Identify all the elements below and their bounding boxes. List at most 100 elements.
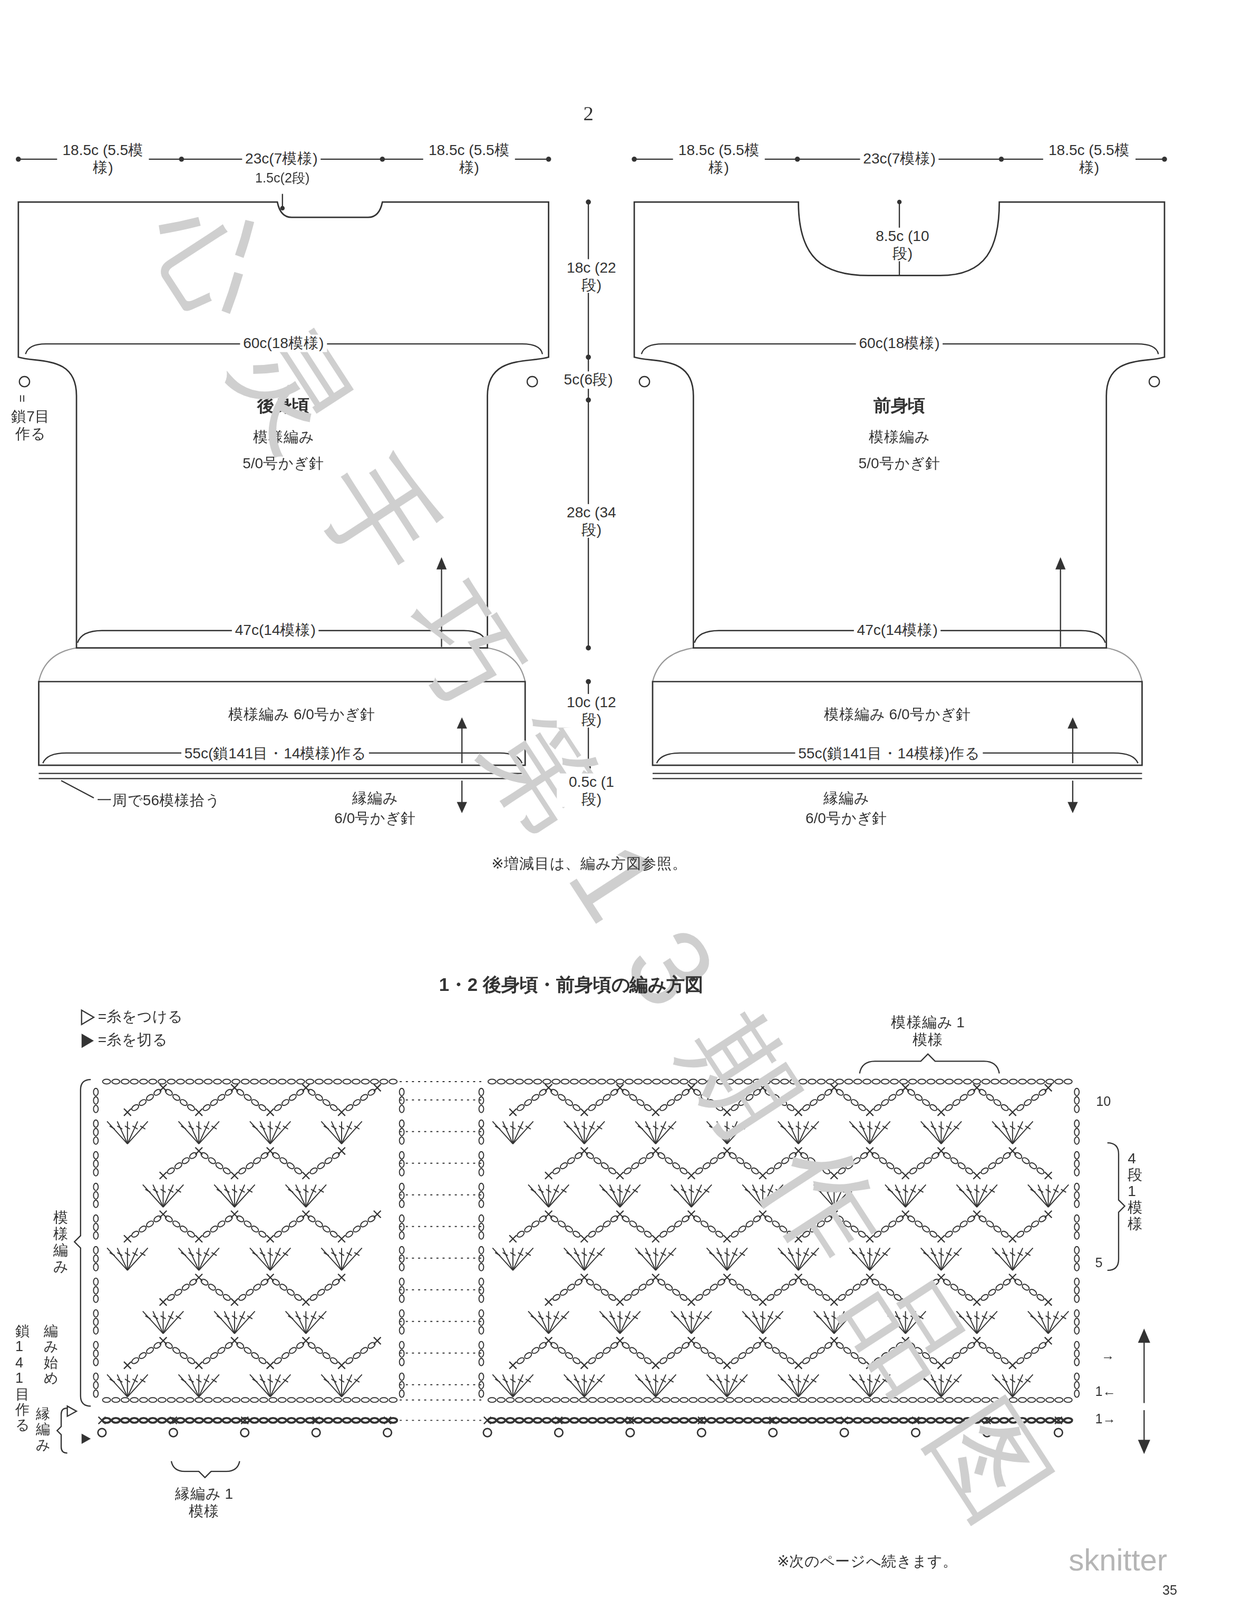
- chain-stitch: [515, 1417, 524, 1423]
- chain-stitch: [316, 1161, 326, 1170]
- chain-stitch: [780, 1417, 789, 1423]
- repeat-bracket: [1107, 1142, 1125, 1270]
- double-crochet-tick: [168, 1188, 174, 1192]
- chain-stitch: [399, 1246, 405, 1254]
- double-crochet-tick: [788, 1378, 794, 1382]
- dimension-label: 47c(14模様): [231, 621, 319, 638]
- chain-stitch: [799, 1396, 808, 1402]
- double-crochet: [127, 1120, 138, 1144]
- double-crochet-tick: [117, 1378, 123, 1382]
- chain-stitch: [314, 1345, 324, 1355]
- chain-stitch: [564, 1098, 574, 1107]
- double-crochet: [127, 1247, 149, 1270]
- chain-stitch: [643, 1417, 652, 1423]
- double-crochet-tick: [553, 1188, 559, 1192]
- double-crochet: [716, 1373, 727, 1397]
- chain-stitch: [167, 1396, 176, 1402]
- double-crochet-tick: [510, 1125, 516, 1129]
- double-crochet: [127, 1120, 129, 1144]
- chain-stitch: [743, 1396, 752, 1402]
- chain-stitch: [250, 1351, 260, 1360]
- double-crochet: [117, 1247, 128, 1270]
- chain-stitch: [305, 1079, 314, 1084]
- chain-stitch: [506, 1079, 514, 1084]
- chain-stitch: [634, 1417, 643, 1423]
- equals-mark: =: [13, 394, 29, 403]
- chain-stitch: [551, 1396, 560, 1402]
- chain-stitch: [479, 1309, 484, 1317]
- double-crochet: [976, 1184, 978, 1207]
- single-crochet: [840, 1416, 849, 1424]
- chain-stitch: [515, 1396, 524, 1402]
- double-crochet-tick: [768, 1315, 774, 1319]
- double-crochet: [1012, 1120, 1014, 1144]
- double-crochet-tick: [204, 1125, 210, 1129]
- double-crochet-tick: [1030, 1315, 1036, 1319]
- double-crochet-tick: [525, 1252, 531, 1256]
- double-crochet-tick: [267, 1125, 274, 1129]
- double-crochet: [178, 1373, 200, 1397]
- chain-stitch: [689, 1396, 697, 1402]
- chain-stitch: [488, 1396, 497, 1402]
- chain-stitch: [268, 1396, 277, 1402]
- double-crochet: [726, 1247, 748, 1270]
- double-crochet: [295, 1310, 306, 1334]
- single-crochet: [580, 1234, 589, 1242]
- logo-text: sknitter: [1068, 1542, 1168, 1578]
- chain-stitch: [926, 1079, 935, 1084]
- chain-stitch: [570, 1417, 579, 1423]
- row-number: 5: [1094, 1255, 1103, 1271]
- double-crochet: [798, 1373, 820, 1397]
- double-crochet-tick: [346, 1125, 353, 1129]
- chain-stitch: [570, 1396, 579, 1402]
- chain-stitch: [530, 1092, 540, 1102]
- omission-dots: [399, 1225, 485, 1227]
- omission-dots: [399, 1320, 485, 1322]
- chain-stitch: [216, 1345, 226, 1355]
- single-crochet: [555, 1416, 563, 1424]
- chain-stitch: [1015, 1102, 1025, 1112]
- double-crochet: [691, 1184, 712, 1207]
- chain-stitch: [780, 1396, 789, 1402]
- double-crochet: [726, 1247, 728, 1270]
- single-crochet: [509, 1108, 517, 1116]
- chain-stitch: [994, 1156, 1004, 1165]
- chain-stitch: [176, 1079, 185, 1084]
- double-crochet: [681, 1310, 692, 1334]
- chain-stitch: [216, 1092, 226, 1102]
- chain-stitch: [571, 1102, 581, 1112]
- chain-stitch: [145, 1219, 155, 1228]
- chain-stitch: [231, 1079, 240, 1084]
- double-crochet: [331, 1120, 342, 1144]
- arrowhead: [457, 801, 468, 813]
- double-crochet: [341, 1247, 352, 1270]
- double-crochet: [198, 1247, 209, 1270]
- chain-stitch: [121, 1396, 130, 1402]
- chain-stitch: [324, 1417, 333, 1423]
- omission-dots: [399, 1194, 485, 1196]
- chain-stitch: [130, 1102, 140, 1112]
- chain-stitch: [130, 1417, 139, 1423]
- chain-stitch: [985, 1092, 995, 1102]
- chain-stitch: [293, 1166, 303, 1175]
- single-crochet: [302, 1171, 310, 1179]
- chain-stitch: [359, 1092, 369, 1102]
- chain-stitch: [1027, 1079, 1036, 1084]
- double-crochet: [619, 1184, 630, 1207]
- chain-stitch: [288, 1219, 298, 1228]
- single-crochet: [312, 1416, 320, 1424]
- double-crochet: [645, 1373, 656, 1397]
- double-crochet: [305, 1184, 307, 1207]
- single-crochet: [337, 1234, 346, 1242]
- chain-stitch: [316, 1287, 326, 1297]
- double-crochet: [655, 1373, 657, 1397]
- chain-stitch: [928, 1229, 938, 1238]
- chain-stitch: [854, 1079, 862, 1084]
- chain-stitch: [497, 1417, 506, 1423]
- chain-stitch: [148, 1396, 157, 1402]
- double-crochet-tick: [140, 1125, 146, 1129]
- double-crochet: [270, 1373, 281, 1397]
- double-crochet: [1012, 1120, 1034, 1144]
- chain-stitch: [506, 1417, 514, 1423]
- double-crochet: [162, 1184, 164, 1207]
